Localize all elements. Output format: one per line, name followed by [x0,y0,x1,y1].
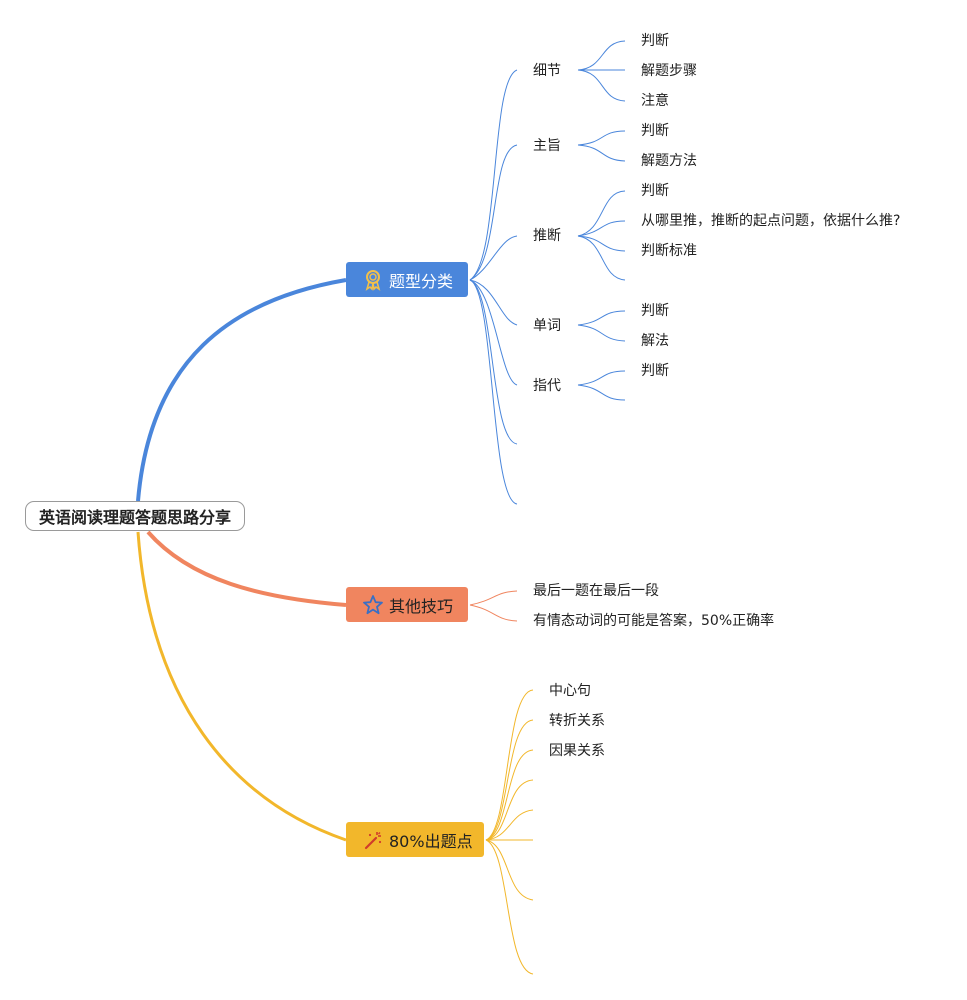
branch-other-tips-label: 其他技巧 [389,596,454,616]
topic-reference[interactable]: 指代 [533,378,561,394]
main-idea-item[interactable]: 解题方法 [641,153,697,169]
ribbon-badge-icon [362,269,384,291]
detail-item[interactable]: 解题步骤 [641,63,697,79]
connectors-types [469,40,626,505]
connectors-other [469,590,518,622]
question-point-item[interactable]: 因果关系 [549,743,605,759]
topic-main-idea[interactable]: 主旨 [533,138,561,154]
branch-question-points-label: 80%出题点 [389,831,473,851]
connector-root-types [136,278,347,502]
branch-other-tips[interactable]: 其他技巧 [346,587,468,622]
branch-question-types[interactable]: 题型分类 [346,262,468,297]
question-point-item[interactable]: 中心句 [549,683,591,699]
topic-detail[interactable]: 细节 [533,63,561,79]
question-point-item[interactable]: 转折关系 [549,713,605,729]
connector-root-points [136,531,347,842]
root-topic[interactable]: 英语阅读理题答题思路分享 [25,501,245,531]
vocab-item[interactable]: 判断 [641,303,669,319]
topic-inference[interactable]: 推断 [533,228,561,244]
inference-item[interactable]: 从哪里推，推断的起点问题，依据什么推? [641,213,901,229]
reference-item[interactable]: 判断 [641,363,669,379]
detail-item[interactable]: 判断 [641,33,669,49]
branch-question-types-label: 题型分类 [389,271,454,291]
topic-vocab[interactable]: 单词 [533,318,561,334]
inference-item[interactable]: 判断标准 [641,243,697,259]
connector-root-other [146,530,347,607]
main-idea-item[interactable]: 判断 [641,123,669,139]
branch-question-points[interactable]: 80%出题点 [346,822,484,857]
other-tip-item[interactable]: 有情态动词的可能是答案，50%正确率 [533,613,775,629]
inference-item[interactable]: 判断 [641,183,669,199]
connectors-points [485,689,534,975]
detail-item[interactable]: 注意 [641,93,669,109]
root-topic-label: 英语阅读理题答题思路分享 [38,508,231,527]
vocab-item[interactable]: 解法 [641,333,669,349]
star-icon [362,594,384,616]
other-tip-item[interactable]: 最后一题在最后一段 [533,583,659,599]
magic-wand-icon [362,829,384,851]
